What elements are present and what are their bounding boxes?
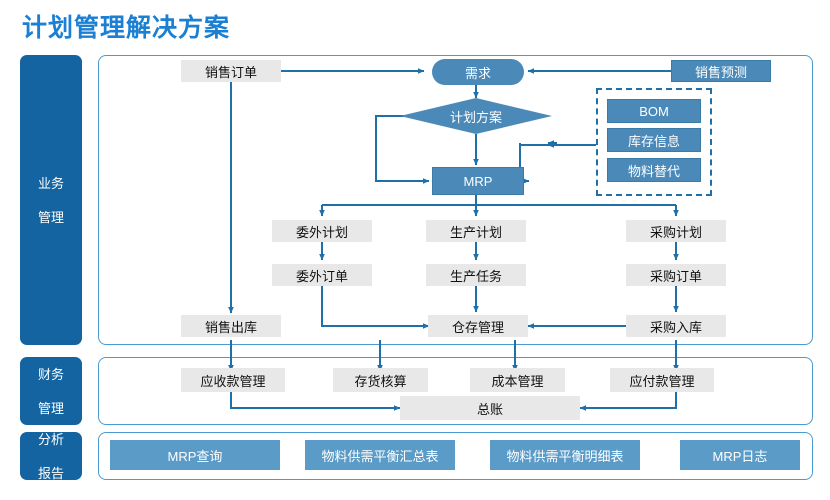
node-payable-management[interactable]: 应付款管理 bbox=[610, 368, 714, 392]
node-bom[interactable]: BOM bbox=[607, 99, 701, 123]
sidebar-item-business[interactable]: 业务 管理 bbox=[20, 55, 82, 345]
node-sales-order[interactable]: 销售订单 bbox=[181, 60, 281, 82]
sidebar-item-analysis-line2: 报告 bbox=[37, 465, 64, 481]
node-plan-scheme[interactable]: 计划方案 bbox=[400, 98, 552, 134]
node-inventory-info[interactable]: 库存信息 bbox=[607, 128, 701, 152]
node-outsource-plan[interactable]: 委外计划 bbox=[272, 220, 372, 242]
node-sales-outbound[interactable]: 销售出库 bbox=[181, 315, 281, 337]
node-production-plan[interactable]: 生产计划 bbox=[426, 220, 526, 242]
node-receivable-management[interactable]: 应收款管理 bbox=[181, 368, 285, 392]
node-sales-forecast[interactable]: 销售预测 bbox=[671, 60, 771, 82]
node-material-substitute[interactable]: 物料替代 bbox=[607, 158, 701, 182]
master-data-group bbox=[596, 88, 712, 196]
sidebar-item-finance-line2: 管理 bbox=[37, 400, 64, 416]
node-outsource-order[interactable]: 委外订单 bbox=[272, 264, 372, 286]
page-title: 计划管理解决方案 bbox=[22, 14, 231, 42]
node-demand[interactable]: 需求 bbox=[432, 59, 524, 85]
node-purchase-plan[interactable]: 采购计划 bbox=[626, 220, 726, 242]
node-mrp-query[interactable]: MRP查询 bbox=[110, 440, 280, 470]
node-cost-management[interactable]: 成本管理 bbox=[470, 368, 565, 392]
node-plan-scheme-label: 计划方案 bbox=[449, 109, 502, 125]
node-purchase-order[interactable]: 采购订单 bbox=[626, 264, 726, 286]
node-general-ledger[interactable]: 总账 bbox=[400, 396, 580, 420]
node-production-task[interactable]: 生产任务 bbox=[426, 264, 526, 286]
node-supply-balance-detail[interactable]: 物料供需平衡明细表 bbox=[490, 440, 640, 470]
node-purchase-inbound[interactable]: 采购入库 bbox=[626, 315, 726, 337]
node-inventory-accounting[interactable]: 存货核算 bbox=[333, 368, 428, 392]
node-warehouse-management[interactable]: 仓存管理 bbox=[428, 315, 528, 337]
sidebar-item-business-line1: 业务 bbox=[37, 175, 64, 191]
sidebar-item-analysis[interactable]: 分析 报告 bbox=[20, 431, 82, 481]
node-mrp-log[interactable]: MRP日志 bbox=[680, 440, 800, 470]
node-supply-balance-summary[interactable]: 物料供需平衡汇总表 bbox=[305, 440, 455, 470]
sidebar-item-analysis-line1: 分析 bbox=[37, 431, 64, 447]
node-mrp[interactable]: MRP bbox=[432, 167, 524, 195]
sidebar-item-finance[interactable]: 财务 管理 bbox=[20, 357, 82, 425]
sidebar-item-finance-line1: 财务 bbox=[37, 366, 64, 382]
sidebar-item-business-line2: 管理 bbox=[37, 209, 64, 225]
